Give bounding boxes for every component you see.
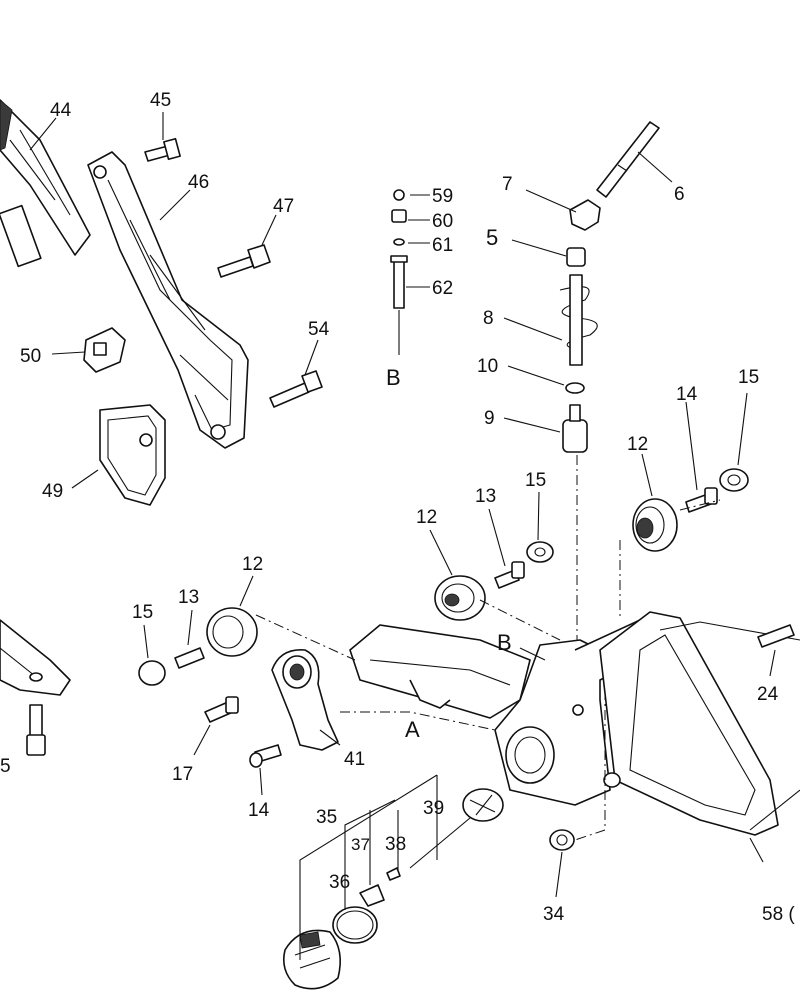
callout-labels: 44 45 46 47 50 54 49 59 60 61 62 B 7 6 5… — [0, 90, 795, 925]
callout-35: 35 — [316, 807, 337, 828]
callout-10: 10 — [477, 356, 498, 377]
callout-60: 60 — [432, 211, 453, 232]
callout-a: A — [405, 717, 420, 742]
callout-15-center: 15 — [525, 470, 546, 491]
part-35-filler-cap — [282, 929, 341, 990]
part-14-bolt-right — [685, 487, 718, 513]
part-9-bushing — [562, 404, 588, 453]
callout-13-center: 13 — [475, 486, 496, 507]
part-15-washer-left — [138, 660, 166, 686]
part-39-dipstick — [409, 788, 504, 869]
part-13-bolt-left — [174, 647, 205, 669]
callout-14-lower: 14 — [248, 800, 270, 821]
part-13-bolt-center — [494, 561, 525, 589]
callout-b-center: B — [497, 630, 512, 655]
part-54-bolt — [269, 370, 323, 408]
leader-lines — [29, 112, 776, 898]
frame-piece-left-edge — [0, 619, 71, 696]
callout-15-right: 15 — [738, 367, 759, 388]
callout-62: 62 — [432, 278, 453, 299]
part-37-clip — [359, 884, 385, 907]
part-12-damper-left — [206, 607, 258, 657]
callout-8: 8 — [483, 308, 494, 329]
part-15-washer-center — [526, 541, 554, 563]
callout-38: 38 — [385, 834, 406, 855]
part-15-washer-right — [719, 468, 749, 492]
part-44-handle-tube — [0, 99, 91, 268]
callout-12-center: 12 — [416, 507, 437, 528]
part-50-rubber-mount — [83, 327, 126, 373]
callout-12-left: 12 — [242, 554, 263, 575]
callout-b-top: B — [386, 365, 401, 390]
callout-5-edge: 5 — [0, 756, 11, 777]
part-45-bolt — [144, 137, 181, 162]
callout-41: 41 — [344, 749, 365, 770]
part-36-o-ring — [332, 906, 378, 944]
callout-15-left: 15 — [132, 602, 153, 623]
callout-7: 7 — [502, 174, 513, 195]
callout-59: 59 — [432, 186, 453, 207]
part-12-damper-right — [632, 498, 678, 552]
part-38-screw — [386, 867, 401, 881]
part-5-nut — [566, 247, 586, 267]
callout-36: 36 — [329, 872, 350, 893]
part-8-spring — [559, 274, 598, 366]
part-17-bolt — [204, 696, 239, 723]
callout-61: 61 — [432, 235, 453, 256]
callout-54: 54 — [308, 319, 330, 340]
callout-6: 6 — [674, 184, 685, 205]
assembly-lines — [255, 499, 721, 960]
callout-58: 58 ( — [762, 904, 795, 925]
callout-24: 24 — [757, 684, 779, 705]
part-24-pin — [757, 624, 795, 648]
callout-46: 46 — [188, 172, 209, 193]
callout-12-right: 12 — [627, 434, 648, 455]
callout-13-left: 13 — [178, 587, 199, 608]
part-47-bolt — [217, 244, 271, 278]
callout-49: 49 — [42, 481, 63, 502]
callout-5: 5 — [486, 225, 498, 250]
parts-59-62-stack — [390, 189, 408, 355]
part-5-edge-bolt — [26, 704, 46, 756]
part-49-cover-plate — [99, 404, 166, 506]
part-6-rod — [596, 121, 660, 198]
callout-17: 17 — [172, 764, 193, 785]
part-58-right-frame — [599, 611, 800, 836]
callout-44: 44 — [50, 100, 72, 121]
callout-45: 45 — [150, 90, 171, 111]
callout-37: 37 — [351, 835, 370, 854]
callout-34: 34 — [543, 904, 565, 925]
part-10-washer — [565, 382, 585, 394]
callout-39: 39 — [423, 798, 444, 819]
part-12-damper-center — [434, 575, 486, 621]
part-34-drain-plug — [549, 829, 575, 851]
callout-47: 47 — [273, 196, 294, 217]
part-7-clip — [569, 199, 601, 231]
callout-9: 9 — [484, 408, 495, 429]
part-14-bolt-lower — [249, 744, 282, 768]
part-46-handle-bracket — [87, 151, 249, 449]
part-41-mount-arm — [271, 649, 339, 751]
callout-50: 50 — [20, 346, 41, 367]
callout-14-right: 14 — [676, 384, 698, 405]
